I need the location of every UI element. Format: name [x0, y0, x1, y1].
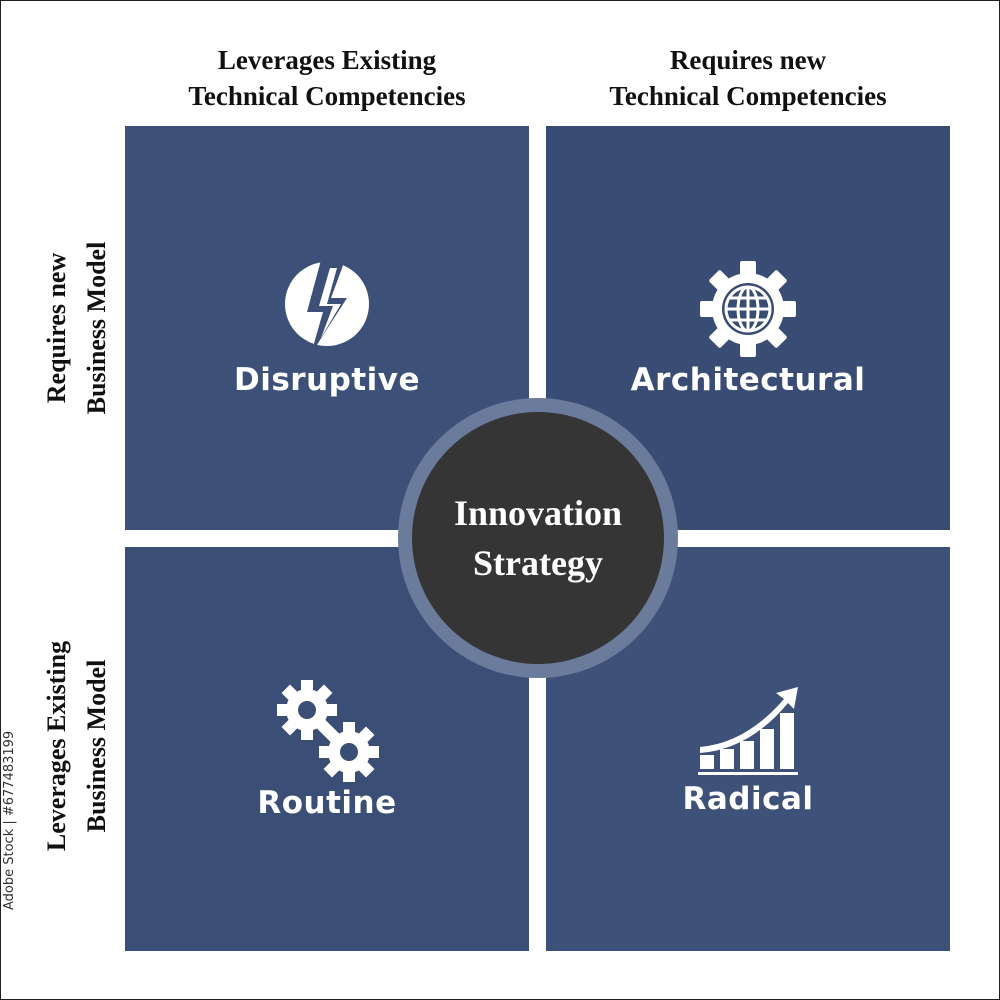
quadrant-architectural: Architectural: [546, 126, 950, 530]
center-title-line: Strategy: [473, 543, 603, 583]
row-header-line: Leverages Existing: [42, 640, 71, 852]
row-header-new-business: Requires new Business Model: [27, 126, 127, 530]
row-header-line: Requires new: [42, 252, 71, 404]
row-header-existing-business: Leverages Existing Business Model: [27, 544, 127, 948]
lightning-bolt-icon: [285, 260, 369, 354]
globe-gear-icon: [700, 261, 796, 357]
quadrant-label: Architectural: [630, 362, 866, 398]
quadrant-radical: Radical: [546, 547, 950, 951]
quadrant-label: Radical: [682, 781, 814, 817]
column-header-line: Technical Competencies: [188, 81, 466, 111]
center-title-line: Innovation: [453, 493, 623, 533]
column-header-line: Requires new: [669, 45, 827, 75]
column-header-line: Leverages Existing: [217, 45, 437, 75]
quadrant-label: Disruptive: [233, 362, 421, 398]
growth-chart-icon: [698, 687, 798, 775]
quadrant-label: Routine: [257, 785, 397, 821]
row-header-line: Business Model: [82, 659, 111, 833]
stock-id-text: Adobe Stock | #677483199: [2, 730, 17, 910]
column-header-new-tech: Requires new Technical Competencies: [546, 42, 950, 114]
gears-icon: [277, 680, 379, 782]
column-header-existing-tech: Leverages Existing Technical Competencie…: [125, 42, 529, 114]
row-header-line: Business Model: [82, 241, 111, 415]
column-header-line: Technical Competencies: [609, 81, 887, 111]
center-hub: Innovation Strategy: [412, 412, 664, 664]
